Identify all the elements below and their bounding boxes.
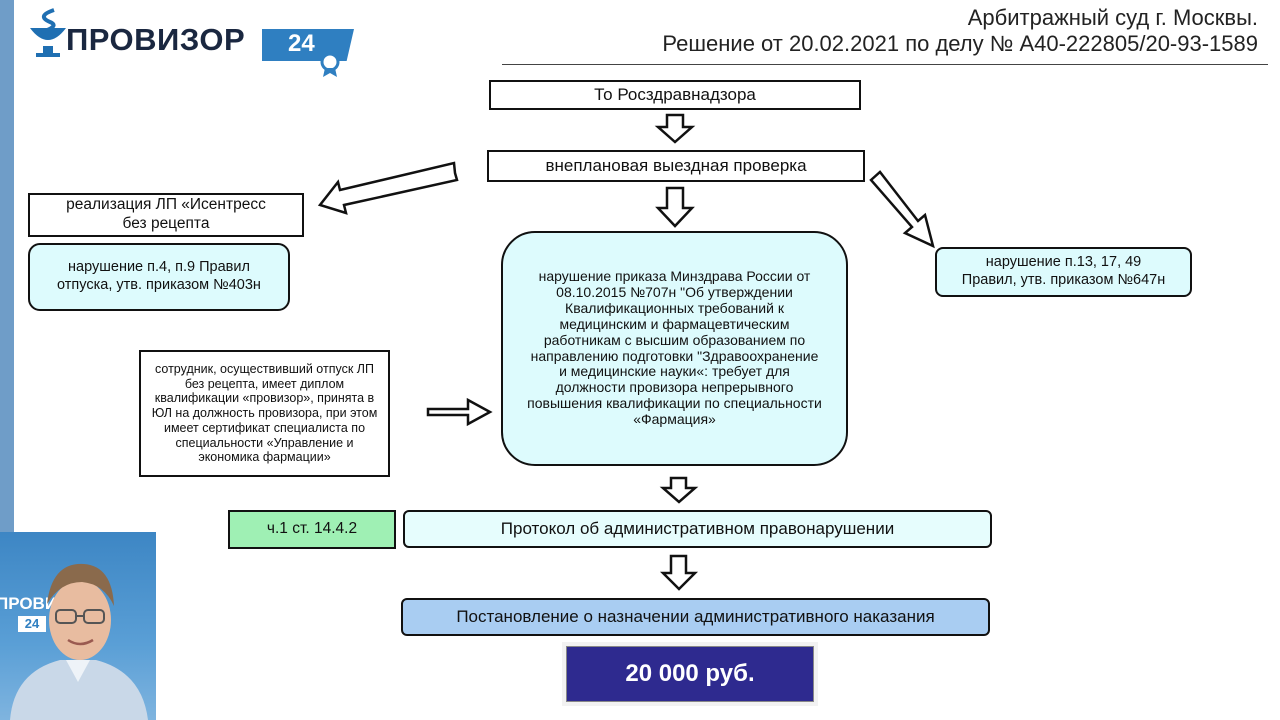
fine-box: 20 000 руб. <box>566 646 814 702</box>
left-violation-box: нарушение п.4, п.9 Правил отпуска, утв. … <box>28 243 290 311</box>
left-violation-label: нарушение п.4, п.9 Правил отпуска, утв. … <box>57 259 261 293</box>
presenter-figure <box>10 563 148 720</box>
arrow-down-2 <box>655 186 695 228</box>
decision-title: Решение от 20.02.2021 по делу № А40-2228… <box>662 31 1258 56</box>
article-box: ч.1 ст. 14.4.2 <box>228 510 396 549</box>
sale-box: реализация ЛП «Исентресс без рецепта <box>28 193 304 237</box>
inspection-label: внеплановая выездная проверка <box>545 155 807 175</box>
sale-label: реализация ЛП «Исентресс без рецепта <box>66 196 266 232</box>
logo-badge <box>262 29 354 61</box>
center-violation-label: нарушение приказа Минздрава России от 08… <box>527 268 822 427</box>
right-violation-label: нарушение п.13, 17, 49 Правил, утв. прик… <box>961 254 1166 288</box>
pharmacy-bowl-icon <box>30 8 66 57</box>
logo-name: ПРОВИЗОР <box>66 22 246 57</box>
arrow-down-3 <box>659 476 699 504</box>
employee-note-box: сотрудник, осуществивший отпуск ЛП без р… <box>139 350 390 477</box>
arrow-right-employee <box>426 397 493 427</box>
arrow-down-1 <box>654 113 696 144</box>
decision-label: Постановление о назначении административ… <box>456 606 935 626</box>
logo: ПРОВИЗОР 24 <box>20 4 365 80</box>
webcam-logo-number: 24 <box>18 616 46 632</box>
webcam-video: ПРОВИЗОР 24 <box>0 532 156 720</box>
logo-number: 24 <box>288 30 315 57</box>
arrow-down-4 <box>659 554 699 591</box>
fine-amount: 20 000 руб. <box>625 660 755 688</box>
employee-note-label: сотрудник, осуществивший отпуск ЛП без р… <box>151 361 378 465</box>
court-title: Арбитражный суд г. Москвы. <box>967 5 1258 30</box>
source-label: То Росздравнадзора <box>594 84 756 104</box>
inspection-box: внеплановая выездная проверка <box>487 150 865 182</box>
decision-box: Постановление о назначении административ… <box>401 598 990 636</box>
article-label: ч.1 ст. 14.4.2 <box>266 520 358 538</box>
protocol-label: Протокол об административном правонаруше… <box>500 518 895 538</box>
right-violation-box: нарушение п.13, 17, 49 Правил, утв. прик… <box>935 247 1192 297</box>
header-divider <box>502 64 1268 65</box>
protocol-box: Протокол об административном правонаруше… <box>403 510 992 548</box>
source-box: То Росздравнадзора <box>489 80 861 110</box>
arrow-right-diagonal <box>869 170 935 249</box>
award-ribbon-icon <box>320 52 340 77</box>
arrow-left-diagonal <box>317 161 459 215</box>
center-violation-box: нарушение приказа Минздрава России от 08… <box>501 231 848 466</box>
